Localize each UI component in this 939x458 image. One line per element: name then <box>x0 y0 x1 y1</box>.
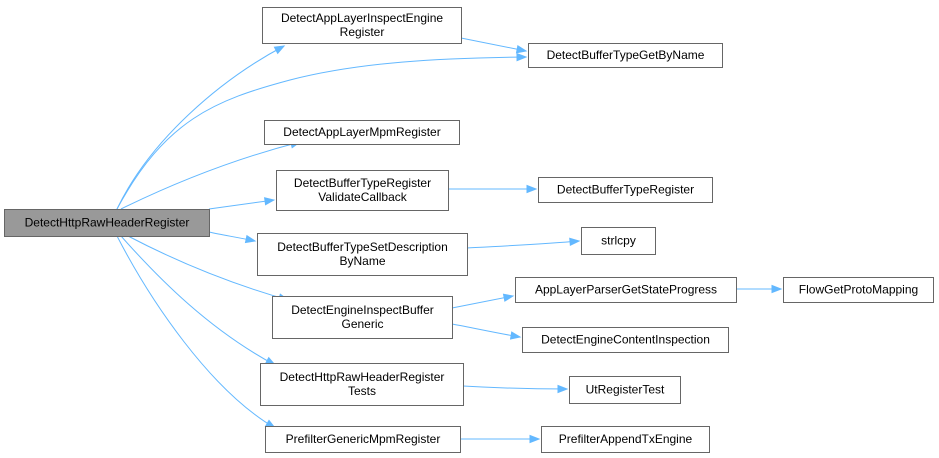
node-label: DetectEngineInspectBuffer <box>291 303 434 317</box>
node-label: strlcpy <box>601 234 636 248</box>
node-detectbuffertypegetbyname[interactable]: DetectBufferTypeGetByName <box>528 43 723 68</box>
edge-root-to-n12 <box>120 235 277 366</box>
node-box[interactable] <box>569 376 681 404</box>
node-detectapplayermpmregister[interactable]: DetectAppLayerMpmRegister <box>264 120 460 145</box>
edge-n6-to-n7 <box>466 237 581 249</box>
edge-root-to-n3 <box>120 140 302 210</box>
edge-n4-to-n5 <box>447 184 538 194</box>
edge-line <box>466 240 580 249</box>
edge-line <box>208 199 275 210</box>
node-label: PrefilterAppendTxEngine <box>559 432 693 446</box>
nodes-layer: DetectHttpRawHeaderRegister DetectAppLaye… <box>4 7 934 453</box>
node-flowgetprotomapping[interactable]: FlowGetProtoMapping <box>783 277 934 303</box>
node-box[interactable] <box>541 426 710 453</box>
node-label: DetectHttpRawHeaderRegister <box>280 370 445 384</box>
node-box[interactable] <box>257 233 468 276</box>
edge-n14-to-n15 <box>460 434 541 444</box>
node-label: DetectAppLayerMpmRegister <box>283 125 440 139</box>
node-label: UtRegisterTest <box>586 383 665 397</box>
edge-root-to-n14 <box>116 235 277 429</box>
node-label: Generic <box>341 317 383 331</box>
node-prefiltergenericmpmregister[interactable]: PrefilterGenericMpmRegister <box>265 426 461 453</box>
node-label: PrefilterGenericMpmRegister <box>286 432 441 446</box>
arrowhead-icon <box>515 45 528 54</box>
edge-line <box>116 235 276 429</box>
node-label: DetectEngineContentInspection <box>541 333 710 347</box>
node-box[interactable] <box>272 296 453 339</box>
edge-line <box>120 141 301 210</box>
node-label: AppLayerParserGetStateProgress <box>535 283 717 297</box>
node-box[interactable] <box>515 277 737 303</box>
node-utregistertest[interactable]: UtRegisterTest <box>569 376 681 404</box>
edge-line <box>120 235 276 366</box>
arrowhead-icon <box>273 45 286 55</box>
edge-line <box>462 385 568 390</box>
node-box[interactable] <box>264 120 460 145</box>
node-detectenginecontentinspection[interactable]: DetectEngineContentInspection <box>522 327 729 353</box>
edge-n12-to-n13 <box>462 384 569 394</box>
node-strlcpy[interactable]: strlcpy <box>581 227 656 255</box>
arrowhead-icon <box>502 293 515 302</box>
node-label: ValidateCallback <box>318 190 407 204</box>
node-label: FlowGetProtoMapping <box>799 283 918 297</box>
arrowhead-icon <box>244 234 257 244</box>
node-box[interactable] <box>260 363 464 406</box>
node-label: DetectBufferTypeGetByName <box>547 48 705 62</box>
node-box[interactable] <box>581 227 656 255</box>
edge-n1-to-n2 <box>460 37 528 54</box>
arrowhead-icon <box>557 384 569 394</box>
node-label: Tests <box>348 384 376 398</box>
node-label: DetectBufferTypeRegister <box>294 176 431 190</box>
node-detecthttprawheaderregister[interactable]: DetectHttpRawHeaderRegister <box>4 209 210 237</box>
edge-root-to-n1 <box>116 45 286 210</box>
edges-layer <box>116 37 783 444</box>
node-label: DetectHttpRawHeaderRegister <box>25 216 190 230</box>
edge-line <box>451 323 521 338</box>
arrowhead-icon <box>569 237 581 247</box>
arrowhead-icon <box>516 52 528 62</box>
node-box[interactable] <box>4 209 210 237</box>
arrowhead-icon <box>509 331 522 340</box>
arrowhead-icon <box>529 434 541 444</box>
edge-line <box>460 37 527 52</box>
edge-root-to-n2 <box>116 52 528 210</box>
node-box[interactable] <box>528 43 723 68</box>
arrowhead-icon <box>526 184 538 194</box>
node-box[interactable] <box>538 177 713 203</box>
node-box[interactable] <box>783 277 934 303</box>
node-box[interactable] <box>522 327 729 353</box>
node-label: Register <box>340 25 385 39</box>
edge-n8-to-n9 <box>451 293 515 309</box>
node-prefilterappendtxengine[interactable]: PrefilterAppendTxEngine <box>541 426 710 453</box>
node-label: ByName <box>339 254 385 268</box>
edge-root-to-n4 <box>208 197 276 210</box>
node-detectbuffertyperegister[interactable]: DetectBufferTypeRegister <box>538 177 713 203</box>
node-label: DetectAppLayerInspectEngine <box>281 11 443 25</box>
node-label: DetectBufferTypeRegister <box>557 183 694 197</box>
edge-n8-to-n11 <box>451 323 522 340</box>
arrowhead-icon <box>264 197 276 206</box>
node-label: DetectBufferTypeSetDescription <box>277 240 448 254</box>
node-applayerparsergetstateprogress[interactable]: AppLayerParserGetStateProgress <box>515 277 737 303</box>
node-box[interactable] <box>262 7 462 44</box>
edge-root-to-n6 <box>208 231 257 244</box>
arrowhead-icon <box>771 284 783 294</box>
edge-n9-to-n10 <box>736 284 783 294</box>
node-box[interactable] <box>276 170 449 211</box>
edge-line <box>127 235 289 301</box>
edge-line <box>116 56 527 210</box>
edge-line <box>116 45 285 210</box>
node-box[interactable] <box>265 426 461 453</box>
